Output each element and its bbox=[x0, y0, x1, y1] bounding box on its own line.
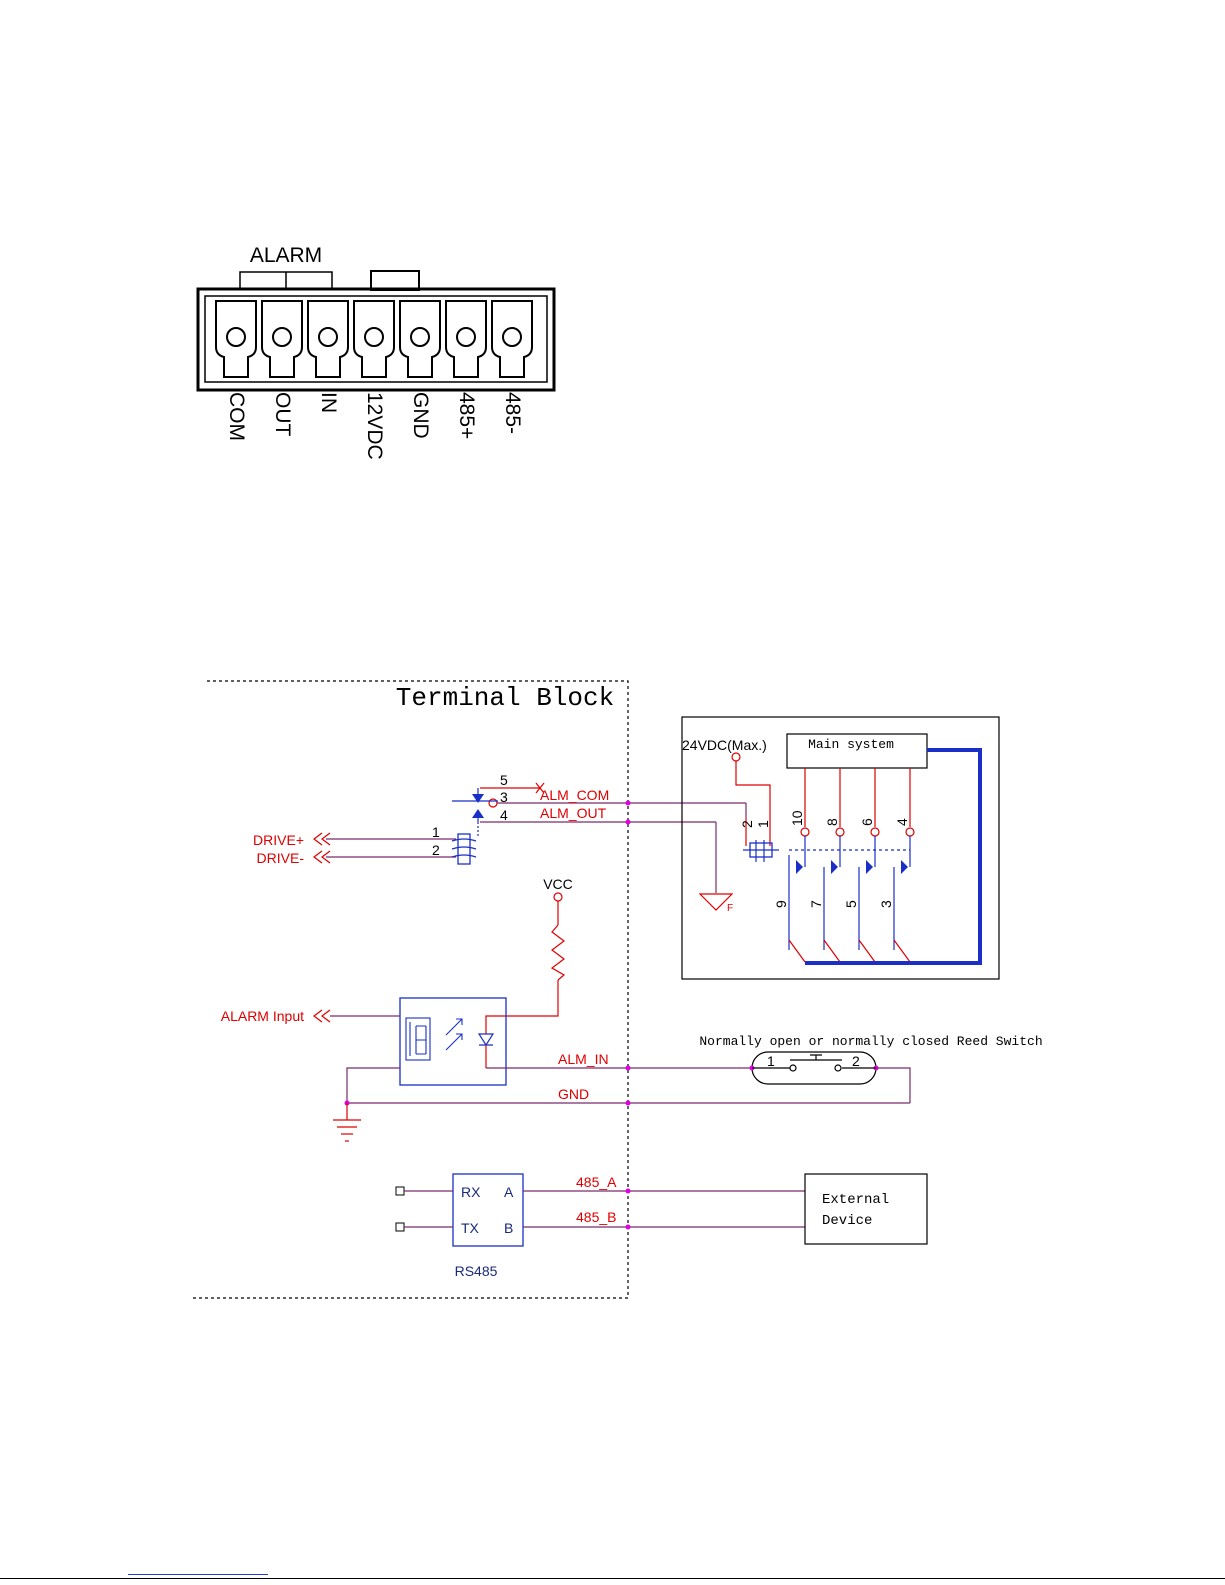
pin-label-gnd: GND bbox=[409, 392, 432, 439]
supply-terminal bbox=[732, 753, 740, 761]
external-device-line1: External bbox=[822, 1192, 889, 1208]
rs485-label: RS485 bbox=[455, 1263, 498, 1279]
alarm-input-circuit: VCC ALARM Input ALM_IN GND bbox=[221, 876, 910, 1141]
contact-pin-7: 7 bbox=[808, 900, 824, 908]
net-label-alm-out: ALM_OUT bbox=[540, 805, 607, 821]
contact-pin-4: 4 bbox=[894, 818, 910, 826]
pin-label-in: IN bbox=[317, 392, 340, 413]
rs485-a-label: A bbox=[504, 1184, 514, 1200]
vcc-label: VCC bbox=[543, 876, 573, 892]
contact-pin-8: 8 bbox=[824, 818, 840, 826]
relay-output-circuit: 5 3 4 ALM_COM ALM_OUT F 1 2 bbox=[253, 772, 746, 914]
relay-pin-5: 5 bbox=[500, 772, 508, 788]
connector-pin-cell bbox=[308, 301, 348, 377]
pin-label-out: OUT bbox=[271, 392, 294, 437]
terminal-block-title: Terminal Block bbox=[396, 683, 614, 713]
ground-flag-label: F bbox=[727, 903, 733, 914]
optocoupler-light-arrows bbox=[446, 1019, 462, 1050]
screw-terminal-icon bbox=[411, 328, 429, 346]
contact-pin-10: 10 bbox=[789, 810, 805, 826]
contact-pin-6: 6 bbox=[859, 818, 875, 826]
connector-pin-labels: COM OUT IN 12VDC GND 485+ 485- bbox=[225, 392, 524, 460]
node-alm-out bbox=[626, 820, 631, 825]
main-system-box: 24VDC(Max.) Main system 2 1 bbox=[682, 717, 999, 979]
rs485-b-label: B bbox=[504, 1220, 513, 1236]
reed-pin-1: 1 bbox=[767, 1053, 775, 1069]
connector-pin-cell bbox=[492, 301, 532, 377]
relay-pin3-terminal bbox=[489, 799, 497, 807]
contact-pin-3: 3 bbox=[878, 900, 894, 908]
pin-label-12vdc: 12VDC bbox=[363, 392, 386, 460]
supply-voltage-label: 24VDC(Max.) bbox=[682, 737, 767, 753]
screw-terminal-icon bbox=[503, 328, 521, 346]
pin-label-485-plus: 485+ bbox=[455, 392, 478, 439]
net-label-alm-com: ALM_COM bbox=[540, 787, 609, 803]
drive-minus-label: DRIVE- bbox=[257, 850, 305, 866]
reed-switch-caption: Normally open or normally closed Reed Sw… bbox=[699, 1034, 1042, 1049]
rs485-rx-label: RX bbox=[461, 1184, 481, 1200]
node-gnd bbox=[626, 1101, 631, 1106]
net-label-alm-in: ALM_IN bbox=[558, 1051, 609, 1067]
reed-switch-contact bbox=[790, 1055, 842, 1060]
drive-plus-label: DRIVE+ bbox=[253, 832, 304, 848]
external-device-box bbox=[805, 1174, 927, 1244]
tx-port bbox=[396, 1223, 404, 1231]
node-485-a bbox=[626, 1189, 631, 1194]
connector-key bbox=[371, 271, 419, 290]
alarm-connector: ALARM COM OUT IN 12VDC GND 485+ 485- bbox=[198, 244, 554, 460]
coil-pin-1: 1 bbox=[432, 824, 440, 840]
alarm-input-label: ALARM Input bbox=[221, 1008, 304, 1024]
vcc-terminal bbox=[554, 893, 562, 901]
coil-pin-2: 2 bbox=[432, 842, 440, 858]
ground-symbol bbox=[333, 1103, 361, 1141]
optocoupler-led bbox=[479, 1034, 493, 1045]
connector-pin-cell bbox=[446, 301, 486, 377]
relay-pin-4: 4 bbox=[500, 807, 508, 823]
footer-link-underline[interactable] bbox=[128, 1574, 268, 1575]
main-coil-pin-2: 2 bbox=[739, 820, 755, 828]
contact-terminal-10 bbox=[801, 828, 809, 836]
net-label-gnd: GND bbox=[558, 1086, 589, 1102]
node-alm-in bbox=[626, 1066, 631, 1071]
pullup-resistor bbox=[552, 925, 564, 980]
main-system-title: Main system bbox=[808, 737, 894, 752]
pin-label-485-minus: 485- bbox=[501, 392, 524, 434]
net-label-485-b: 485_B bbox=[576, 1209, 616, 1225]
connector-pin-cell bbox=[400, 301, 440, 377]
contact-terminal-6 bbox=[871, 828, 879, 836]
connector-pin-cell bbox=[354, 301, 394, 377]
alarm-group-label: ALARM bbox=[250, 244, 322, 267]
external-device-line2: Device bbox=[822, 1213, 872, 1229]
net-label-485-a: 485_A bbox=[576, 1174, 617, 1190]
main-coil-pin-1: 1 bbox=[755, 820, 771, 828]
footer-rule bbox=[0, 1578, 1225, 1579]
screw-terminal-icon bbox=[227, 328, 245, 346]
contact-pin-5: 5 bbox=[843, 900, 859, 908]
screw-terminal-icon bbox=[273, 328, 291, 346]
pin-label-com: COM bbox=[225, 392, 248, 441]
connector-pin-cell bbox=[216, 301, 256, 377]
rs485-tx-label: TX bbox=[461, 1220, 480, 1236]
connector-pin-cell bbox=[262, 301, 302, 377]
reed-pin-2: 2 bbox=[852, 1053, 860, 1069]
screw-terminal-icon bbox=[457, 328, 475, 346]
connector-pins bbox=[216, 301, 532, 377]
relay-contacts bbox=[789, 768, 914, 962]
node-alm-com bbox=[626, 801, 631, 806]
alarm-input-connector-arrow bbox=[314, 1010, 330, 1022]
contact-terminal-4 bbox=[906, 828, 914, 836]
rs485-circuit: RX TX A B RS485 485_A 485_B External Dev… bbox=[396, 1174, 927, 1279]
main-system-bus bbox=[805, 750, 980, 963]
contact-pin-9: 9 bbox=[773, 900, 789, 908]
node-485-b bbox=[626, 1225, 631, 1230]
relay-contact-arrow-top bbox=[472, 794, 484, 803]
reed-switch: Normally open or normally closed Reed Sw… bbox=[699, 1034, 1042, 1103]
screw-terminal-icon bbox=[319, 328, 337, 346]
screw-terminal-icon bbox=[365, 328, 383, 346]
relay-contact-arrow-bottom bbox=[472, 809, 484, 818]
terminal-block-boundary: Terminal Block bbox=[192, 681, 628, 1298]
contact-terminal-8 bbox=[836, 828, 844, 836]
rx-port bbox=[396, 1187, 404, 1195]
